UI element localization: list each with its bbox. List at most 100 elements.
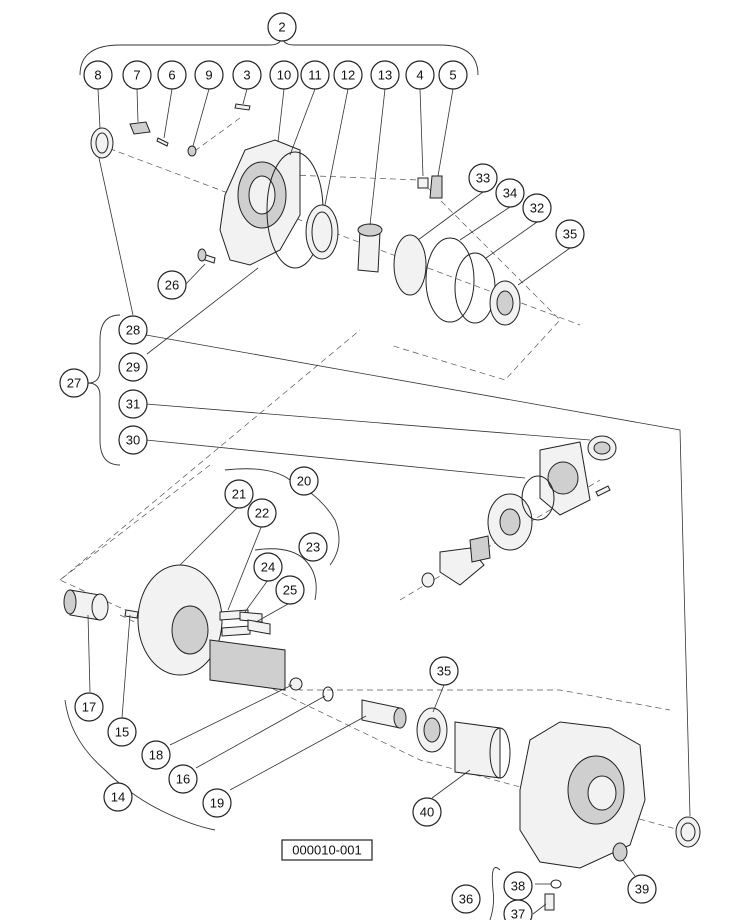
svg-text:35: 35 [563,227,577,242]
callout-40: 40 [412,797,442,827]
part-26-bolt [197,248,216,264]
callout-7: 7 [122,60,152,90]
part-37-drain-bolt [544,893,555,911]
svg-text:27: 27 [67,376,81,391]
part-25-pinion-gear [247,619,271,635]
svg-text:40: 40 [420,805,434,820]
svg-text:000010-001: 000010-001 [292,843,361,858]
part-40-collar [454,721,511,779]
part-5-bracket [429,175,443,199]
callout-35-lower: 35 [429,656,459,686]
callout-39: 39 [627,874,657,904]
part-6-pin [156,137,169,147]
callout-20: 20 [289,466,319,496]
part-18-cap [289,677,303,691]
svg-text:34: 34 [503,186,517,201]
callout-38: 38 [503,871,533,901]
part-12-bearing-cup [305,204,339,260]
callout-32: 32 [522,193,552,223]
callout-22: 22 [247,498,277,528]
callout-3: 3 [232,60,262,90]
svg-text:20: 20 [297,474,311,489]
leader-lines [87,88,691,915]
svg-text:39: 39 [635,882,649,897]
callout-31: 31 [118,389,148,419]
part-4-dowel [417,177,429,189]
callout-26: 26 [157,270,187,300]
svg-text:5: 5 [449,68,456,83]
part-35-bearing-lower [416,707,448,753]
figure-reference-code: 000010-001 [281,839,373,861]
part-31-oil-seal [587,435,617,461]
svg-text:10: 10 [277,68,291,83]
part-3-pin [234,103,251,111]
part-16-washer [322,686,334,702]
part-oil-seal-housing [675,816,701,848]
part-13-sleeve [357,223,383,273]
svg-text:21: 21 [232,487,246,502]
callout-27: 27 [59,368,89,398]
callout-28: 28 [118,315,148,345]
part-main-housing [519,721,646,869]
svg-text:25: 25 [283,583,297,598]
svg-text:7: 7 [133,68,140,83]
svg-text:16: 16 [176,772,190,787]
svg-text:22: 22 [255,506,269,521]
svg-text:15: 15 [115,725,129,740]
part-38-washer [550,879,562,889]
part-7-plate [129,121,151,135]
svg-text:6: 6 [168,68,175,83]
part-32-snap-ring [454,252,496,324]
callout-34: 34 [495,178,525,208]
callout-23: 23 [298,532,328,562]
callout-8: 8 [83,60,113,90]
callout-15: 15 [107,717,137,747]
svg-text:11: 11 [308,68,322,83]
callout-14: 14 [103,782,133,812]
callout-17: 17 [74,692,104,722]
svg-text:23: 23 [306,540,320,555]
svg-text:29: 29 [126,360,140,375]
svg-text:38: 38 [511,879,525,894]
callout-2: 2 [267,12,297,42]
svg-text:17: 17 [82,700,96,715]
callout-30: 30 [118,425,148,455]
part-28-flange-housing [539,441,591,516]
svg-text:30: 30 [126,433,140,448]
svg-text:36: 36 [459,892,473,907]
callout-16: 16 [168,764,198,794]
part-pinion-shaft [439,535,491,586]
part-differential-cage [209,639,286,691]
svg-text:3: 3 [243,68,250,83]
svg-text:24: 24 [261,560,275,575]
part-39-plug [612,842,628,862]
svg-text:31: 31 [126,397,140,412]
svg-text:33: 33 [476,171,490,186]
svg-text:26: 26 [165,278,179,293]
part-8-oil-seal [90,127,114,159]
svg-text:28: 28 [126,323,140,338]
callout-37: 37 [503,899,533,920]
callout-11: 11 [300,60,330,90]
part-9-nut [187,145,197,157]
part-10-cover-housing [219,139,301,266]
callout-19: 19 [202,788,232,818]
part-small-bushing [421,572,435,588]
callout-33: 33 [468,163,498,193]
callout-29: 29 [118,352,148,382]
svg-text:2: 2 [278,20,285,35]
part-19-sleeve [361,699,407,729]
svg-text:9: 9 [205,68,212,83]
callout-18: 18 [141,740,171,770]
svg-text:13: 13 [378,68,392,83]
part-24-pinion [239,611,263,623]
callout-4: 4 [405,60,435,90]
svg-text:37: 37 [511,907,525,920]
part-bolt-right [595,485,611,497]
callout-9: 9 [194,60,224,90]
svg-text:19: 19 [210,796,224,811]
svg-text:4: 4 [416,68,423,83]
callout-21: 21 [224,479,254,509]
callout-10: 10 [269,60,299,90]
